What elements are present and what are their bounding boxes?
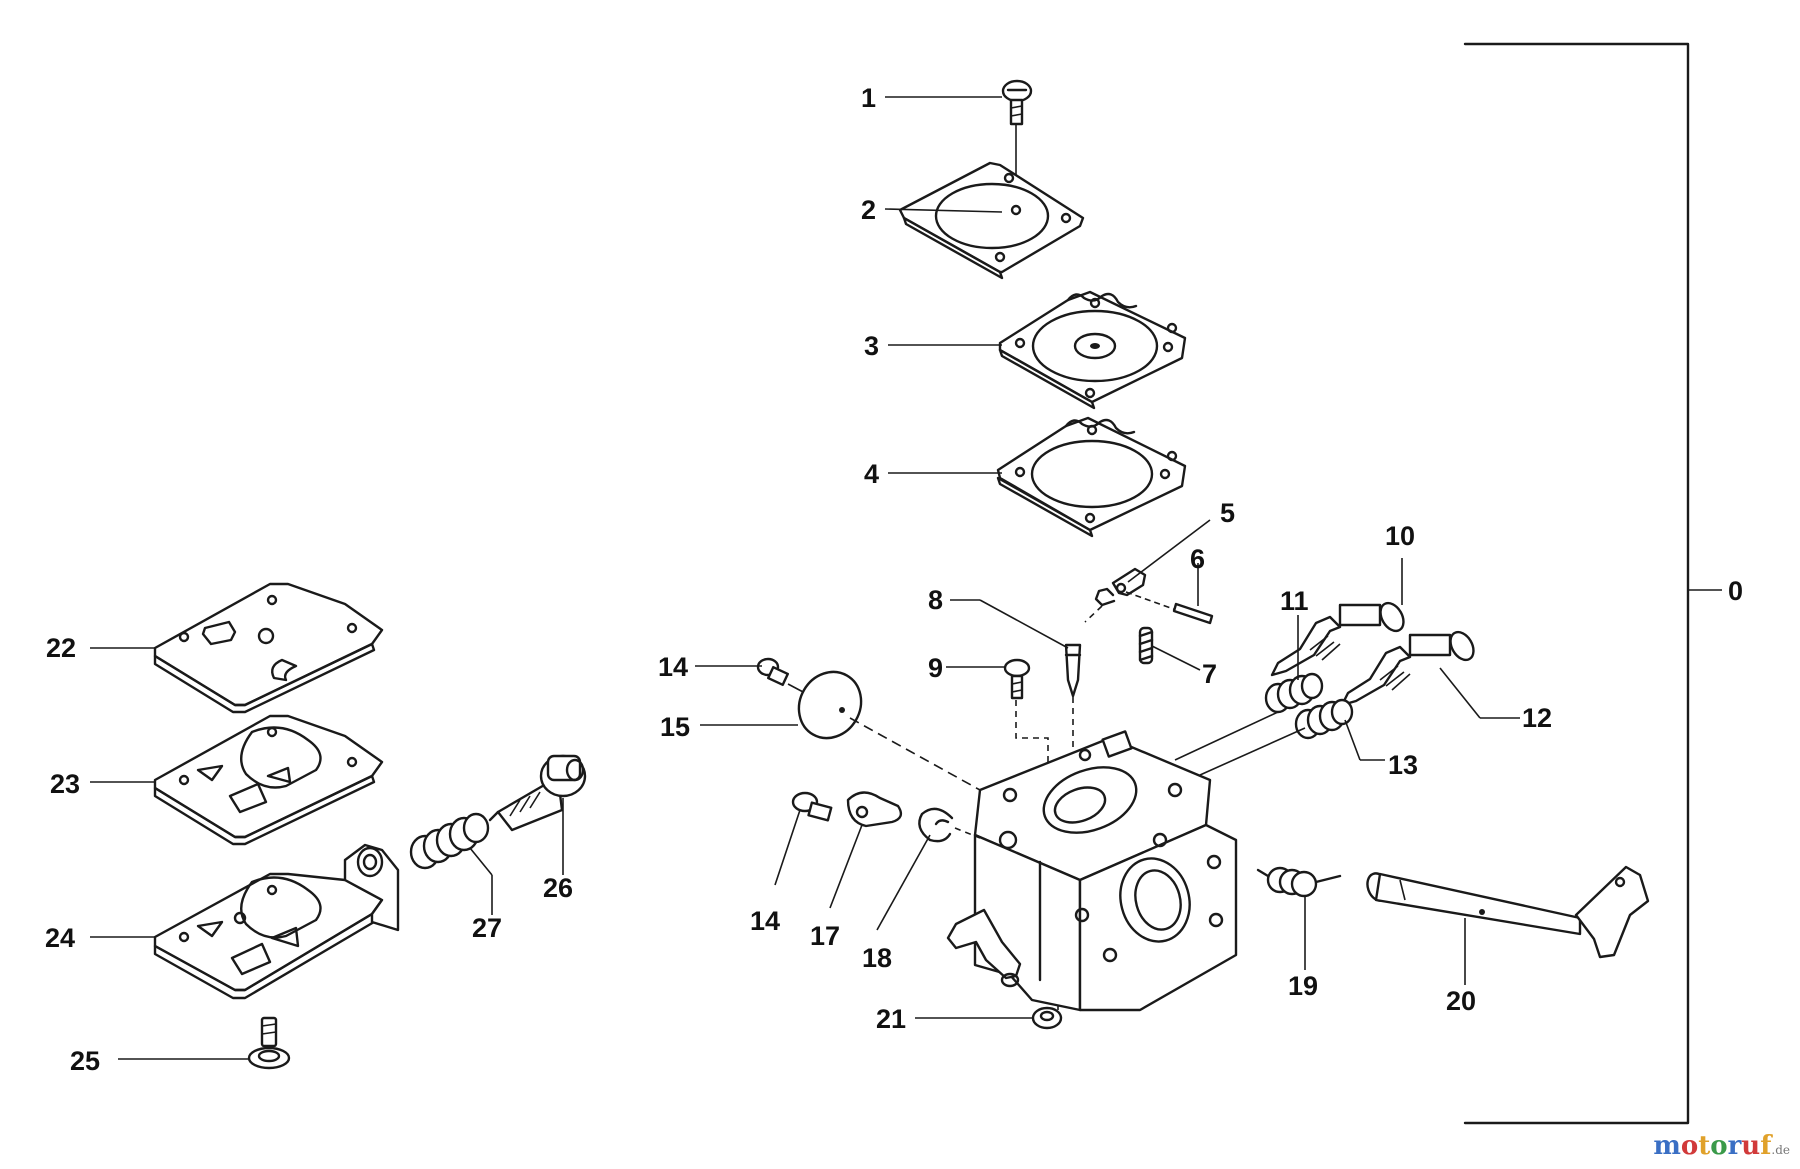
label-14-upper: 14	[658, 652, 688, 682]
part-7-spring	[1138, 626, 1154, 665]
part-21-washer	[1031, 1006, 1063, 1030]
label-5: 5	[1220, 498, 1235, 528]
label-19: 19	[1288, 971, 1318, 1001]
label-11: 11	[1280, 586, 1309, 616]
watermark-letter: m	[1653, 1131, 1681, 1161]
label-2: 2	[861, 195, 876, 225]
carburetor-body	[946, 730, 1238, 1012]
part-1-screw	[1001, 79, 1033, 200]
watermark-letter: u	[1741, 1131, 1761, 1161]
label-18: 18	[862, 943, 892, 973]
part-9-screw	[1003, 658, 1049, 790]
assembly-bracket	[1463, 42, 1722, 1125]
watermark-letter: f	[1760, 1131, 1772, 1161]
label-27: 27	[472, 913, 502, 943]
watermark-logo: motoruf.de	[1653, 1131, 1790, 1161]
label-23: 23	[50, 769, 80, 799]
watermark-letter: r	[1727, 1131, 1742, 1161]
part-3-diaphragm	[998, 290, 1187, 410]
part-18-clip	[918, 807, 981, 843]
part-27-spring	[409, 812, 490, 870]
label-26: 26	[543, 873, 573, 903]
label-17: 17	[810, 921, 840, 951]
label-8: 8	[928, 585, 943, 615]
label-3: 3	[864, 331, 879, 361]
watermark-letter: o	[1710, 1131, 1728, 1161]
part-12-needle	[1340, 630, 1475, 707]
label-22: 22	[46, 633, 76, 663]
label-1: 1	[861, 83, 876, 113]
label-13: 13	[1388, 750, 1418, 780]
label-0: 0	[1728, 576, 1743, 606]
part-25-screw	[247, 1016, 291, 1070]
part-15-throttle-plate	[797, 670, 981, 791]
part-17-plate	[846, 791, 903, 828]
label-7: 7	[1202, 659, 1217, 689]
part-2-cover-plate	[898, 161, 1085, 280]
part-10-needle	[1270, 601, 1405, 677]
part-20-shaft	[1366, 865, 1650, 959]
label-15: 15	[660, 712, 690, 742]
part-26-screw	[488, 754, 587, 832]
part-4-gasket	[996, 416, 1187, 538]
label-14-lower: 14	[750, 906, 780, 936]
part-23-gasket	[153, 714, 384, 846]
part-22-cover	[153, 582, 384, 714]
watermark-letter: t	[1698, 1131, 1711, 1161]
part-11-spring	[1264, 672, 1324, 714]
part-14-screw-upper	[756, 657, 806, 694]
label-24: 24	[45, 923, 75, 953]
watermark-letter: o	[1680, 1131, 1699, 1161]
part-14-screw-lower	[791, 791, 833, 822]
part-24-plate	[153, 843, 400, 1000]
part-13-spring	[1294, 698, 1354, 740]
label-25: 25	[70, 1046, 100, 1076]
watermark-suffix: .de	[1771, 1143, 1790, 1157]
label-12: 12	[1522, 703, 1552, 733]
leader-lines	[90, 96, 1520, 1060]
label-4: 4	[864, 459, 879, 489]
label-21: 21	[876, 1004, 906, 1034]
part-labels: 1 2 3 4 5 6 7 8 9 10 11 12 13 14 15 14 1…	[45, 83, 1743, 1076]
label-6: 6	[1190, 544, 1205, 574]
part-19-spring	[1256, 866, 1342, 898]
label-20: 20	[1446, 986, 1476, 1016]
label-9: 9	[928, 653, 943, 683]
label-10: 10	[1385, 521, 1415, 551]
part-6-pin	[1125, 591, 1214, 625]
